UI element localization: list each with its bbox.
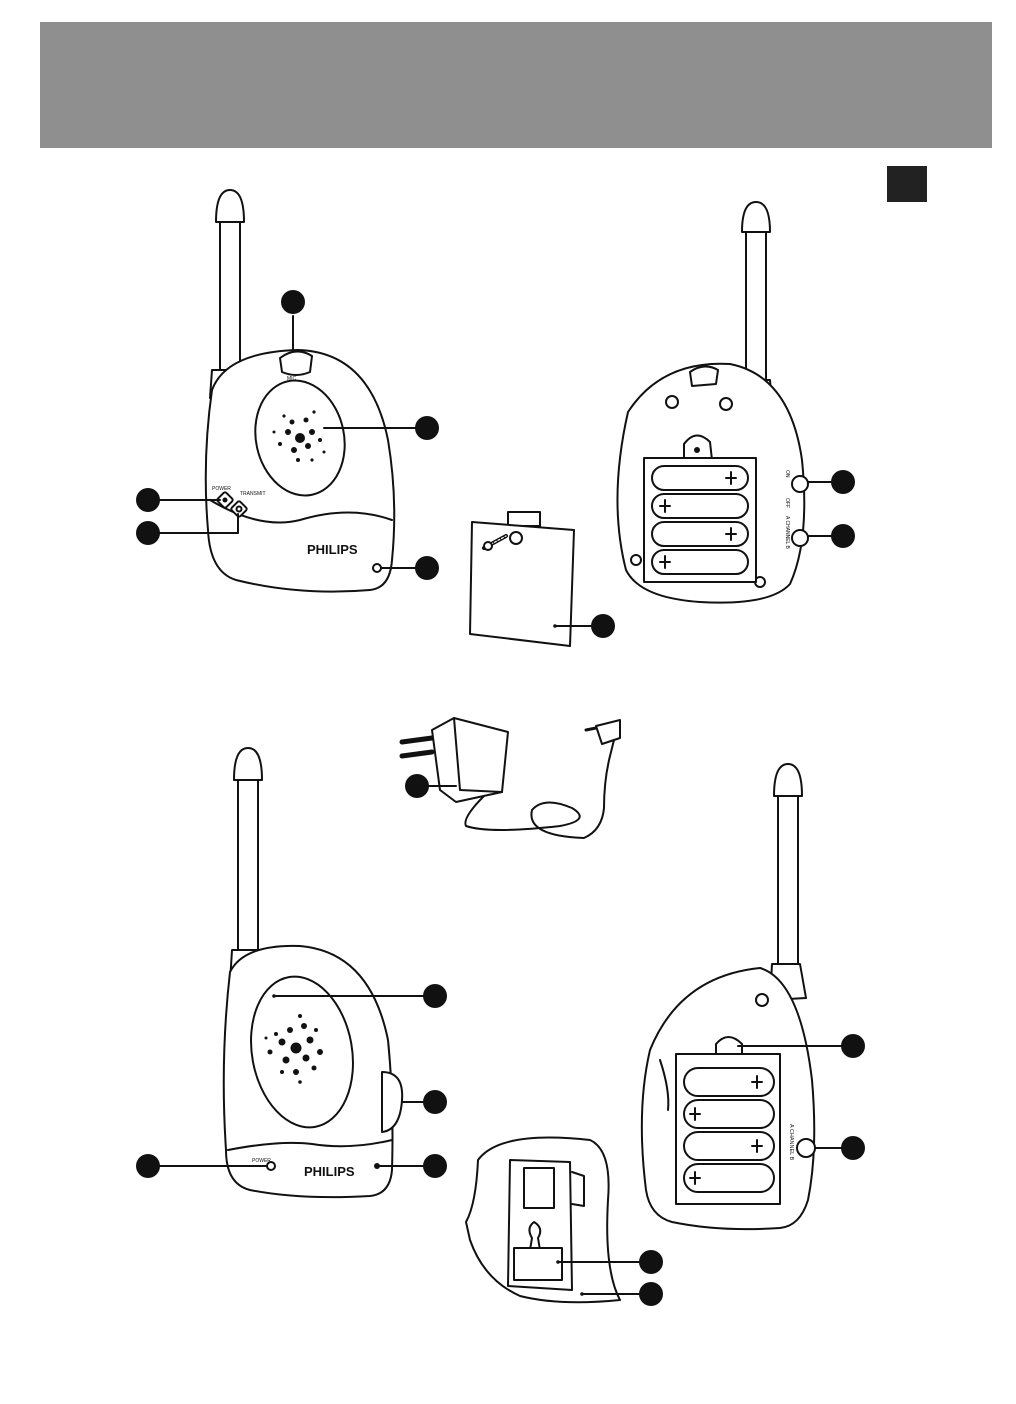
callout-on-off [831, 470, 855, 494]
callout-speaker [415, 416, 439, 440]
callout-clip-slot [639, 1250, 663, 1274]
callout-power [136, 488, 160, 512]
callout-mic [281, 290, 305, 314]
battery-cover [470, 512, 592, 646]
baby-unit-back: ON OFF A CHANNEL B [617, 202, 808, 603]
callouts-baby-back [808, 482, 832, 536]
parent-channel-label: A CHANNEL B [788, 1124, 794, 1161]
brand-logo: PHILIPS [307, 542, 358, 557]
baby-unit-front: MIC POWER TRANSMIT PHILIPS [206, 190, 395, 592]
callout-dc-jack [415, 556, 439, 580]
callout-channel [831, 524, 855, 548]
callout-transmit [136, 521, 160, 545]
antenna-icon [770, 764, 806, 1000]
channel-label: A CHANNEL B [784, 516, 790, 550]
callout-parent-channel [841, 1136, 865, 1160]
callout-parent-power [136, 1154, 160, 1178]
callout-parent-dc-jack [423, 1154, 447, 1178]
parent-brand-logo: PHILIPS [304, 1164, 355, 1179]
power-label: POWER [212, 486, 231, 492]
callout-parent-speaker [423, 984, 447, 1008]
callout-adapter [405, 774, 429, 798]
parent-unit-front: POWER PHILIPS [224, 748, 402, 1197]
off-label: OFF [784, 498, 790, 508]
antenna-icon [230, 748, 264, 982]
parent-unit-back: A CHANNEL B [642, 764, 815, 1229]
adapter-icon [402, 718, 620, 838]
callout-belt-clip [639, 1282, 663, 1306]
belt-clip-icon [466, 1138, 620, 1303]
on-label: ON [784, 470, 790, 478]
callout-volume [423, 1090, 447, 1114]
callout-clip-holder [841, 1034, 865, 1058]
transmit-label: TRANSMIT [240, 491, 266, 497]
parent-power-label: POWER [252, 1158, 271, 1164]
callout-battery-cover [591, 614, 615, 638]
